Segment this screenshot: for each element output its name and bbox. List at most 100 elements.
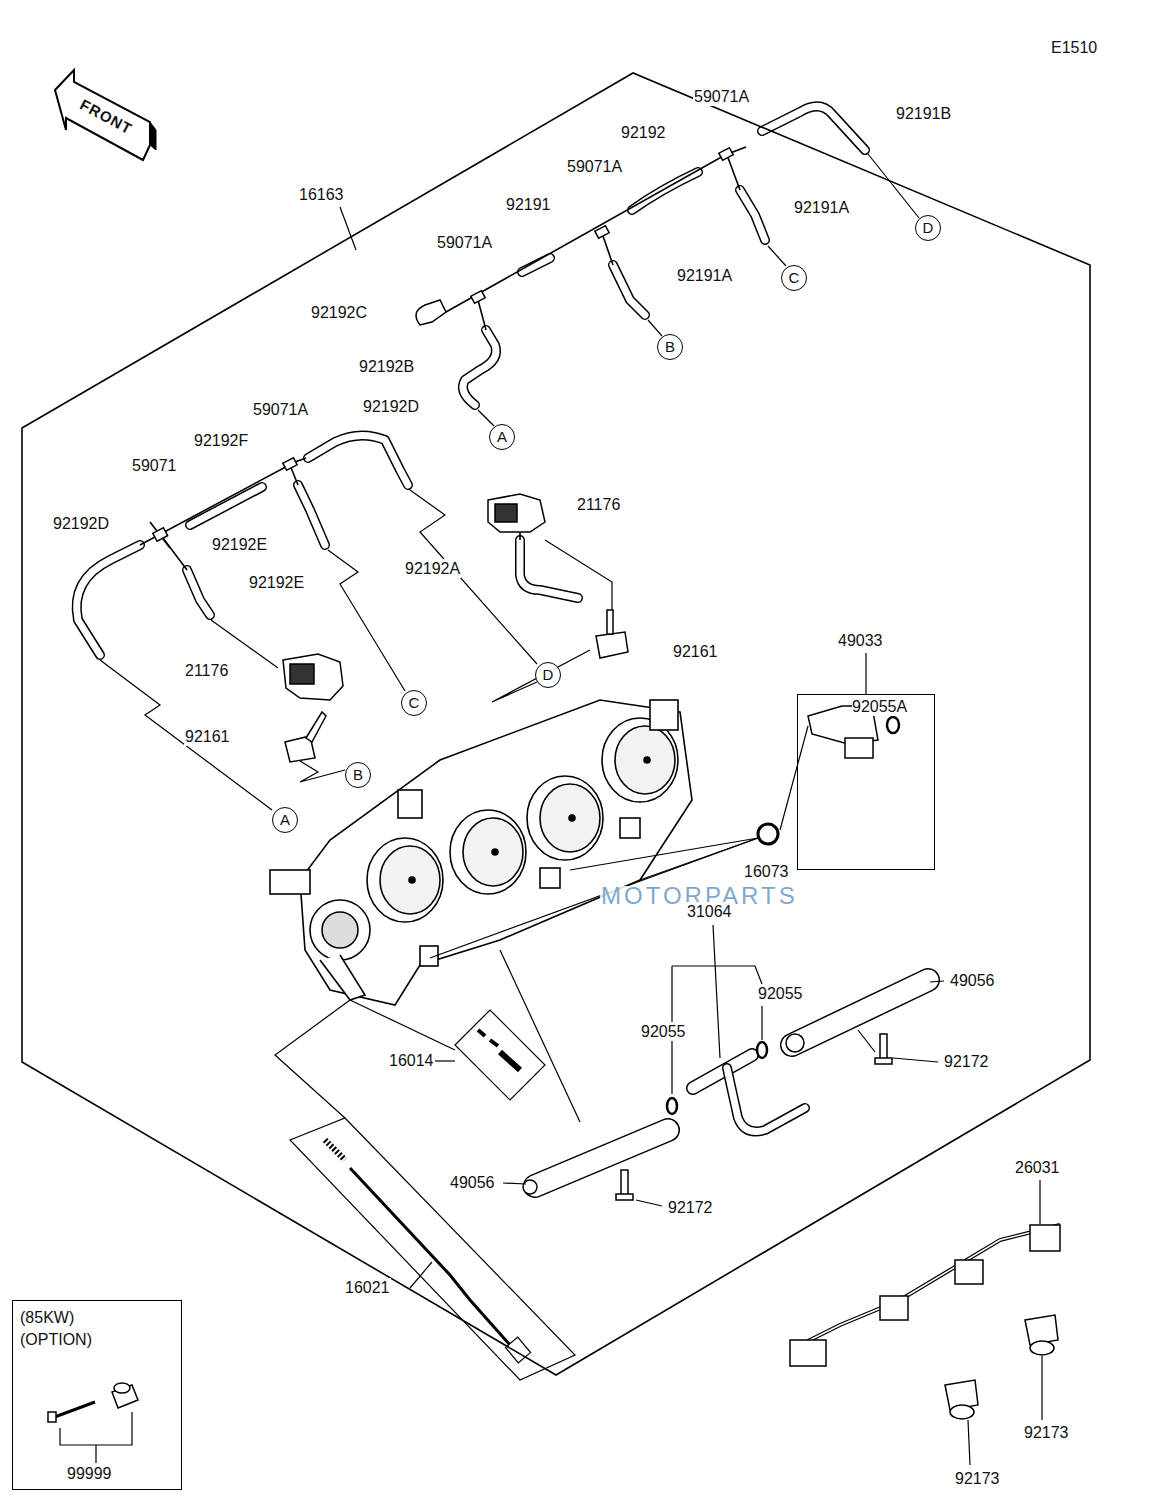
callout-number: 92173 bbox=[954, 1469, 1001, 1488]
line-art bbox=[505, 1337, 530, 1363]
line-art bbox=[52, 1402, 95, 1418]
line-art bbox=[350, 1168, 510, 1345]
group-label: B bbox=[658, 335, 682, 358]
reference-circle: B bbox=[657, 334, 683, 360]
line-art bbox=[727, 1068, 805, 1132]
line-art bbox=[540, 868, 560, 888]
reference-circle: C bbox=[781, 265, 807, 291]
line-art bbox=[300, 700, 692, 1005]
line-art bbox=[500, 1052, 520, 1070]
line-art bbox=[270, 870, 310, 894]
line-art bbox=[153, 528, 168, 542]
callout-number: 92192B bbox=[358, 357, 415, 376]
figure-code: E1510 bbox=[1050, 38, 1098, 57]
line-art bbox=[790, 1225, 1060, 1419]
callout-number: 92161 bbox=[184, 727, 231, 746]
line-art bbox=[367, 838, 443, 922]
callout-number: 16073 bbox=[743, 862, 790, 881]
line-art bbox=[153, 148, 733, 542]
group-label: 16163 bbox=[298, 185, 345, 204]
line-art bbox=[713, 925, 720, 1058]
group-label: A bbox=[273, 808, 297, 831]
line-art bbox=[283, 458, 297, 471]
box-outline bbox=[797, 694, 935, 870]
line-art bbox=[800, 1225, 1060, 1345]
callout-number: 92192E bbox=[211, 535, 268, 554]
line-art bbox=[792, 980, 928, 1045]
callout-number: 92191A bbox=[793, 198, 850, 217]
line-art bbox=[523, 1180, 537, 1194]
line-art bbox=[845, 738, 873, 758]
line-art bbox=[409, 877, 415, 883]
group-label: C bbox=[402, 691, 426, 714]
callout-number: 92192F bbox=[193, 431, 249, 450]
line-art bbox=[865, 653, 866, 694]
line-art bbox=[1039, 1180, 1040, 1224]
reference-circle: D bbox=[535, 662, 561, 688]
line-art bbox=[569, 815, 575, 821]
line-art bbox=[416, 300, 446, 325]
reference-circle: B bbox=[345, 762, 371, 788]
line-art bbox=[478, 410, 494, 426]
line-art bbox=[758, 824, 778, 844]
group-box: (85KW) (OPTION)99999 bbox=[12, 1300, 182, 1490]
callout-number: 59071A bbox=[693, 87, 750, 106]
line-art bbox=[607, 610, 613, 634]
callout-number: 59071A bbox=[436, 233, 493, 252]
line-art bbox=[410, 1262, 432, 1288]
line-art bbox=[800, 1225, 1060, 1345]
line-art bbox=[570, 838, 758, 870]
line-art bbox=[322, 912, 358, 948]
line-art bbox=[275, 1000, 575, 1380]
line-art bbox=[325, 1140, 345, 1160]
callout-number: 92055 bbox=[640, 1022, 687, 1041]
line-art bbox=[275, 1000, 350, 1118]
line-art bbox=[719, 148, 733, 161]
line-art bbox=[955, 1260, 983, 1284]
line-art bbox=[60, 1412, 132, 1445]
group-label: B bbox=[346, 763, 370, 786]
reference-circle: C bbox=[401, 690, 427, 716]
group-label: 49033 bbox=[838, 631, 883, 650]
line-art bbox=[290, 664, 314, 684]
callout-number: 92192C bbox=[310, 303, 368, 322]
line-art bbox=[283, 654, 343, 700]
line-art bbox=[77, 106, 865, 655]
line-art bbox=[880, 1296, 908, 1320]
line-art bbox=[768, 246, 786, 266]
line-art bbox=[140, 147, 746, 570]
line-art bbox=[667, 1098, 677, 1114]
line-art bbox=[875, 1058, 892, 1064]
line-art bbox=[596, 632, 628, 658]
callout-number: 49056 bbox=[949, 971, 996, 990]
line-art bbox=[350, 1000, 545, 1100]
line-art bbox=[503, 1183, 526, 1184]
line-art bbox=[535, 1130, 668, 1186]
line-art bbox=[310, 900, 370, 960]
line-art bbox=[492, 650, 590, 702]
callout-number: 92191A bbox=[676, 266, 733, 285]
line-art bbox=[398, 790, 422, 818]
line-art bbox=[22, 73, 1090, 1375]
line-art bbox=[790, 1340, 826, 1366]
line-art bbox=[644, 757, 650, 763]
line-art bbox=[446, 147, 746, 312]
line-art bbox=[780, 726, 808, 830]
line-art bbox=[693, 1055, 752, 1088]
line-art bbox=[540, 784, 600, 852]
line-art bbox=[77, 106, 865, 655]
callout-number: 92191 bbox=[505, 195, 552, 214]
line-art bbox=[290, 1118, 575, 1380]
line-art bbox=[636, 1200, 662, 1206]
line-art bbox=[620, 818, 640, 838]
line-art bbox=[463, 818, 523, 886]
line-art bbox=[478, 1030, 498, 1046]
line-art bbox=[1041, 1356, 1042, 1420]
line-art bbox=[650, 700, 678, 730]
line-art bbox=[60, 1412, 132, 1463]
line-art bbox=[495, 504, 517, 522]
line-art bbox=[55, 70, 150, 160]
group-label: D bbox=[916, 216, 940, 239]
line-art bbox=[77, 106, 865, 655]
